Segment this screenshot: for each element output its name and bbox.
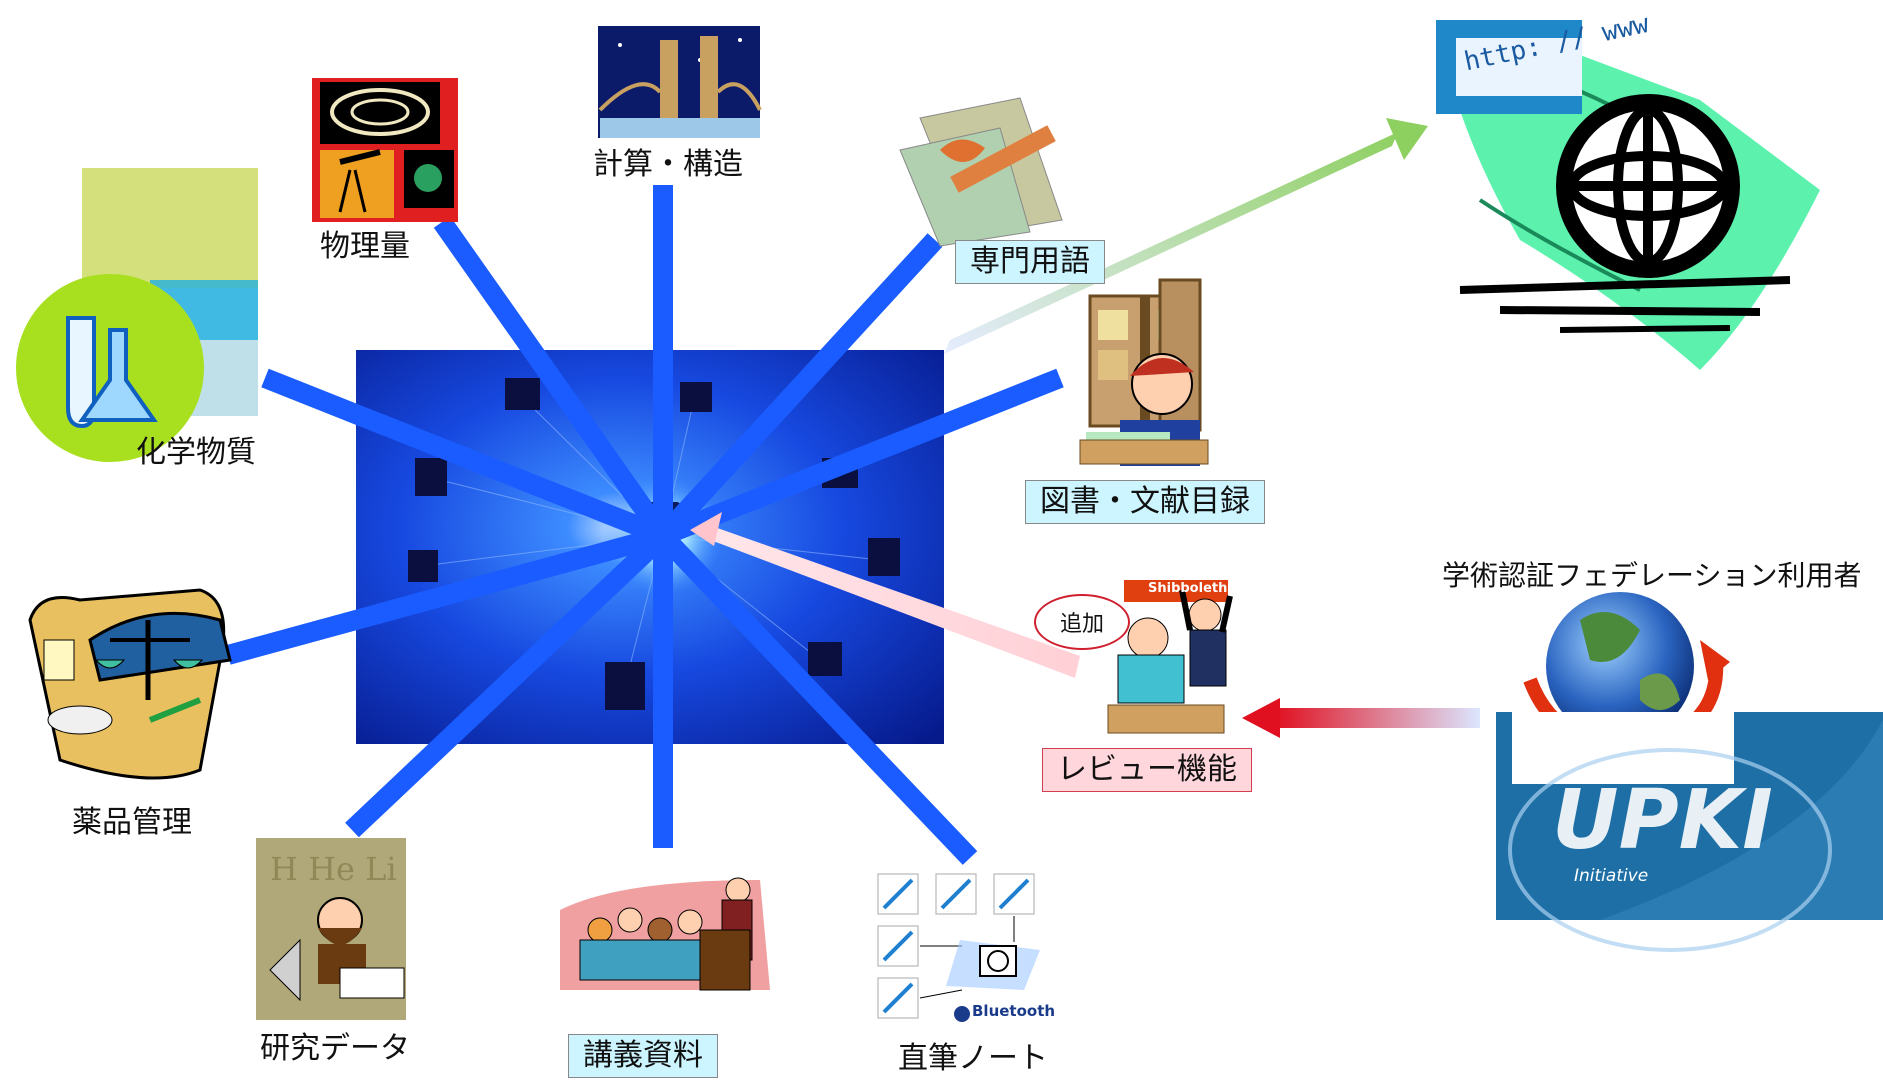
shibboleth-text: Shibboleth xyxy=(1148,581,1228,596)
web-arrow xyxy=(944,132,1398,354)
node-label-compute: 計算・構造 xyxy=(593,147,743,182)
classroom-lecture-icon xyxy=(560,877,770,991)
node-label-review: レビュー機能 xyxy=(1042,748,1252,792)
spokes xyxy=(225,185,1064,865)
node-label-research: 研究データ xyxy=(260,1031,410,1066)
node-label-notes: 直筆ノート xyxy=(898,1041,1048,1076)
upki-sub-text: Initiative xyxy=(1574,866,1649,886)
spoke-notes xyxy=(655,529,978,865)
spoke-research xyxy=(345,528,670,838)
spoke-chemistry xyxy=(261,368,667,546)
spoke-catalog xyxy=(659,368,1064,546)
library-reader-icon xyxy=(1079,278,1209,466)
node-label-catalog: 図書・文献目録 xyxy=(1025,480,1265,524)
spoke-terminology xyxy=(655,233,943,543)
add-bubble: 追加 xyxy=(1034,594,1130,650)
node-label-chemistry: 化学物質 xyxy=(136,435,256,470)
galaxy-telescope-icon xyxy=(312,78,458,222)
scales-chemicals-icon xyxy=(28,588,232,780)
node-label-terminology: 専門用語 xyxy=(955,240,1105,284)
drafting-tools-icon xyxy=(899,97,1063,247)
node-label-lectures: 講義資料 xyxy=(568,1034,718,1078)
spoke-chemicals xyxy=(225,526,666,665)
spoke-physics xyxy=(433,216,672,542)
digital-pen-icon xyxy=(877,873,1040,1022)
upki-logo xyxy=(1496,712,1883,952)
federation-users-label: 学術認証フェデレーション利用者 xyxy=(1442,559,1862,592)
students-raising-hands-icon xyxy=(1107,580,1233,734)
upki-logo-text: UPKI xyxy=(1552,773,1773,868)
scientist-icon: H He Li xyxy=(256,838,406,1020)
chemistry-flask-icon xyxy=(16,168,258,462)
svg-text:H He Li: H He Li xyxy=(270,850,397,888)
node-label-physics: 物理量 xyxy=(320,229,410,264)
federation-arrow xyxy=(1275,708,1480,728)
bluetooth-text: Bluetooth xyxy=(972,1002,1056,1020)
web-globe-icon xyxy=(1436,20,1820,370)
node-label-chemicals: 薬品管理 xyxy=(72,805,192,840)
review-beam xyxy=(700,524,1080,678)
tower-bridge-icon xyxy=(598,26,762,138)
